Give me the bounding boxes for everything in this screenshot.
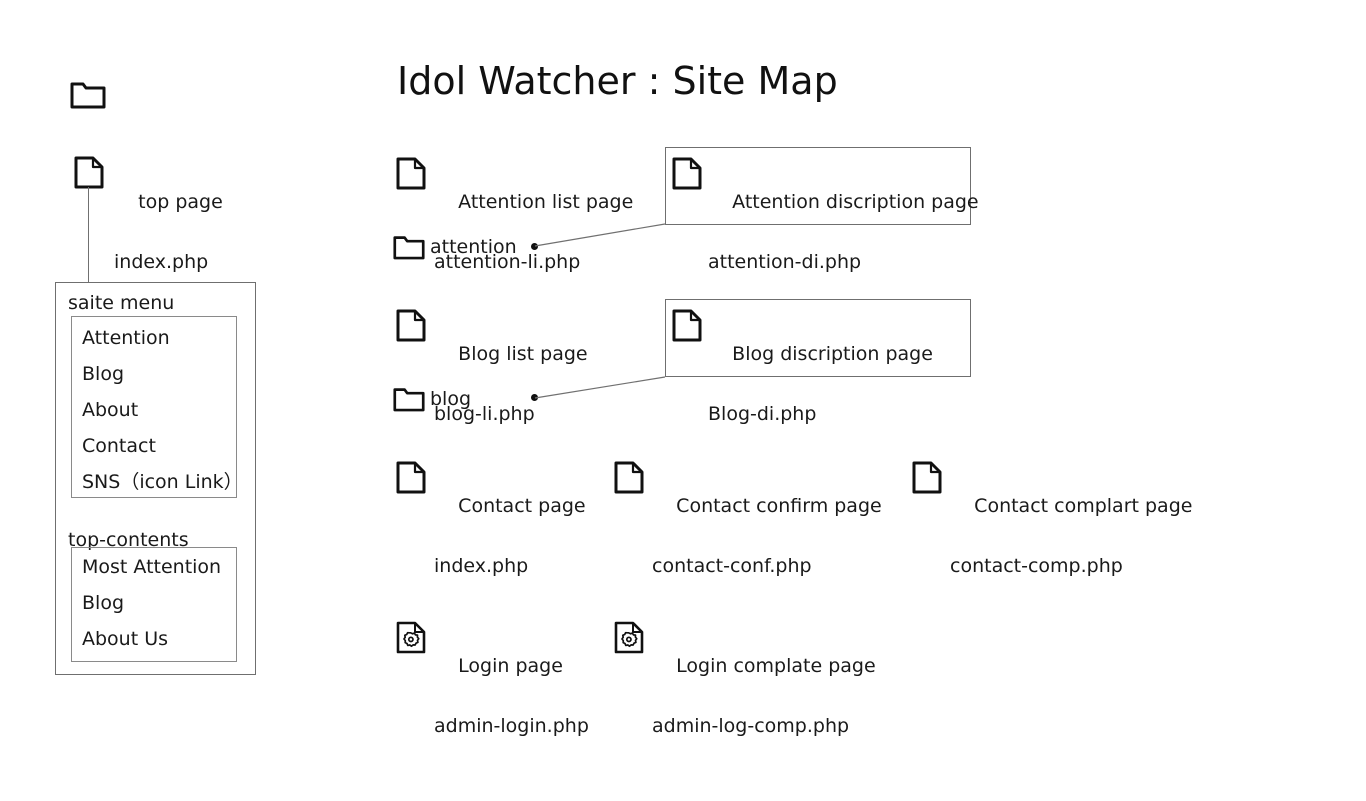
attention-detail-line2: attention-di.php xyxy=(708,251,862,273)
contact-confirm-line2: contact-conf.php xyxy=(652,555,812,577)
blog-detail-line2: Blog-di.php xyxy=(708,403,817,425)
attention-connector-line xyxy=(534,223,666,247)
blog-connector-dot xyxy=(531,394,538,401)
login-complete-line2: admin-log-comp.php xyxy=(652,715,850,737)
attention-connector-dot xyxy=(531,243,538,250)
blog-list-doc-icon xyxy=(396,309,426,342)
sidebar-content-most-attention[interactable]: Most Attention xyxy=(82,556,222,578)
blog-list-line2: blog-li.php xyxy=(434,403,535,425)
contact-page-doc-icon xyxy=(396,461,426,494)
sidebar-item-sns[interactable]: SNS（icon Link） xyxy=(82,471,243,493)
sidebar-item-contact[interactable]: Contact xyxy=(82,435,156,457)
sidebar-content-about-us[interactable]: About Us xyxy=(82,628,169,650)
blog-detail-page-node: Blog discription page Blog-di.php xyxy=(708,309,933,489)
login-complete-document-gear-icon xyxy=(614,621,644,654)
connector-top-page-to-sidebar xyxy=(88,187,89,283)
attention-detail-doc-icon xyxy=(672,157,702,190)
sidebar-contents-list: Most Attention Blog About Us xyxy=(71,549,271,657)
login-complete-line1: Login complate page xyxy=(676,655,876,677)
blog-connector-line xyxy=(534,376,666,399)
sidebar-menu-box xyxy=(71,316,237,498)
login-page-line1: Login page xyxy=(458,655,563,677)
sidebar-outer-box xyxy=(55,282,256,675)
sidebar-contents-heading: top-contents xyxy=(68,529,189,551)
contact-confirm-doc-icon xyxy=(614,461,644,494)
contact-complete-line1: Contact complart page xyxy=(974,495,1193,517)
blog-description-box xyxy=(665,299,971,377)
sidebar-item-attention[interactable]: Attention xyxy=(82,327,170,349)
attention-list-doc-icon xyxy=(396,157,426,190)
top-page-line2: index.php xyxy=(114,251,209,273)
attention-detail-line1: Attention discription page xyxy=(732,191,979,213)
blog-folder-icon xyxy=(393,384,425,413)
sidebar-contents-box xyxy=(71,547,237,662)
contact-page-node: Contact page index.php xyxy=(434,461,586,641)
blog-list-line1: Blog list page xyxy=(458,343,588,365)
attention-folder-icon xyxy=(393,232,425,261)
top-page-doc-icon xyxy=(74,156,104,189)
blog-detail-line1: Blog discription page xyxy=(732,343,933,365)
contact-page-line2: index.php xyxy=(434,555,529,577)
attention-detail-page-node: Attention discription page attention-di.… xyxy=(708,157,979,337)
attention-list-line1: Attention list page xyxy=(458,191,634,213)
contact-complete-doc-icon xyxy=(912,461,942,494)
sidebar-item-blog[interactable]: Blog xyxy=(82,363,124,385)
blog-folder-label: blog xyxy=(430,388,472,410)
contact-page-line1: Contact page xyxy=(458,495,586,517)
sidebar-content-blog[interactable]: Blog xyxy=(82,592,124,614)
blog-list-page-node: Blog list page blog-li.php xyxy=(434,309,588,489)
contact-complete-node: Contact complart page contact-comp.php xyxy=(950,461,1192,641)
login-page-document-gear-icon xyxy=(396,621,426,654)
login-complete-node: Login complate page admin-log-comp.php xyxy=(652,621,876,801)
attention-list-line2: attention-li.php xyxy=(434,251,581,273)
page-title: Idol Watcher : Site Map xyxy=(397,59,838,103)
top-page-node: top page index.php xyxy=(114,157,223,337)
sidebar-menu-heading: saite menu xyxy=(68,292,175,314)
top-page-line1: top page xyxy=(138,191,223,213)
root-folder-icon xyxy=(70,78,106,110)
login-page-node: Login page admin-login.php xyxy=(434,621,589,801)
attention-description-box xyxy=(665,147,971,225)
contact-confirm-line1: Contact confirm page xyxy=(676,495,882,517)
attention-list-page-node: Attention list page attention-li.php xyxy=(434,157,633,337)
contact-confirm-node: Contact confirm page contact-conf.php xyxy=(652,461,882,641)
sidebar-item-about[interactable]: About xyxy=(82,399,139,421)
contact-complete-line2: contact-comp.php xyxy=(950,555,1123,577)
attention-folder-label: attention xyxy=(430,236,517,258)
blog-detail-doc-icon xyxy=(672,309,702,342)
sidebar-menu-list: Attention Blog About Contact SNS（icon Li… xyxy=(71,320,271,500)
sitemap-canvas: Idol Watcher : Site Map top page index.p… xyxy=(55,59,1192,737)
login-page-line2: admin-login.php xyxy=(434,715,589,737)
